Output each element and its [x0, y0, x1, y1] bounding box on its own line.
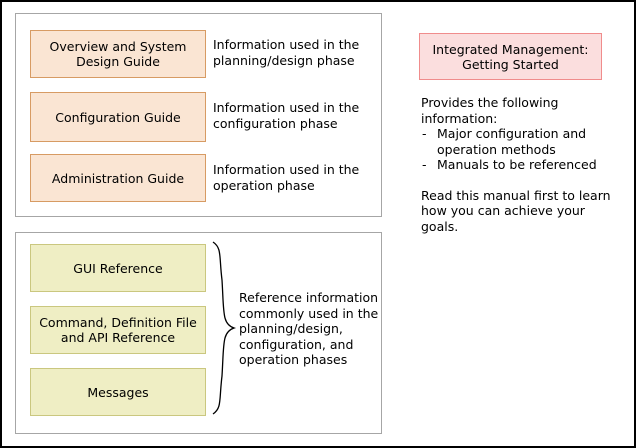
- manual-box-configuration-guide[interactable]: Configuration Guide: [30, 92, 206, 142]
- paragraph-spacer: [421, 173, 631, 188]
- list-item: - Major configuration and operation meth…: [421, 126, 631, 157]
- getting-started-bullet-list: - Major configuration and operation meth…: [421, 126, 631, 173]
- manual-box-overview-and-system-design-guide[interactable]: Overview and System Design Guide: [30, 30, 206, 78]
- bullet-marker-icon: -: [422, 126, 427, 141]
- getting-started-closing: Read this manual first to learn how you …: [421, 187, 611, 234]
- list-item-label: Major configuration and operation method…: [437, 126, 587, 157]
- list-item-label: Manuals to be referenced: [437, 157, 597, 172]
- manual-box-integrated-management-getting-started[interactable]: Integrated Management: Getting Started: [419, 33, 602, 80]
- reference-group-description: Reference information commonly used in t…: [239, 290, 379, 367]
- manual-box-administration-guide[interactable]: Administration Guide: [30, 154, 206, 202]
- getting-started-description: Provides the following information: - Ma…: [421, 95, 631, 234]
- list-item: - Manuals to be referenced: [421, 157, 631, 173]
- manual-box-gui-reference[interactable]: GUI Reference: [30, 244, 206, 292]
- curly-brace-icon: [212, 241, 237, 415]
- manual-description-configuration-guide: Information used in the configuration ph…: [213, 100, 360, 131]
- manual-description-overview-and-system-design-guide: Information used in the planning/design …: [213, 37, 360, 68]
- bullet-marker-icon: -: [422, 157, 427, 172]
- getting-started-intro: Provides the following information:: [421, 95, 559, 126]
- manual-box-messages[interactable]: Messages: [30, 368, 206, 416]
- manual-box-command-definition-file-and-api-reference[interactable]: Command, Definition File and API Referen…: [30, 306, 206, 354]
- manual-description-administration-guide: Information used in the operation phase: [213, 162, 360, 193]
